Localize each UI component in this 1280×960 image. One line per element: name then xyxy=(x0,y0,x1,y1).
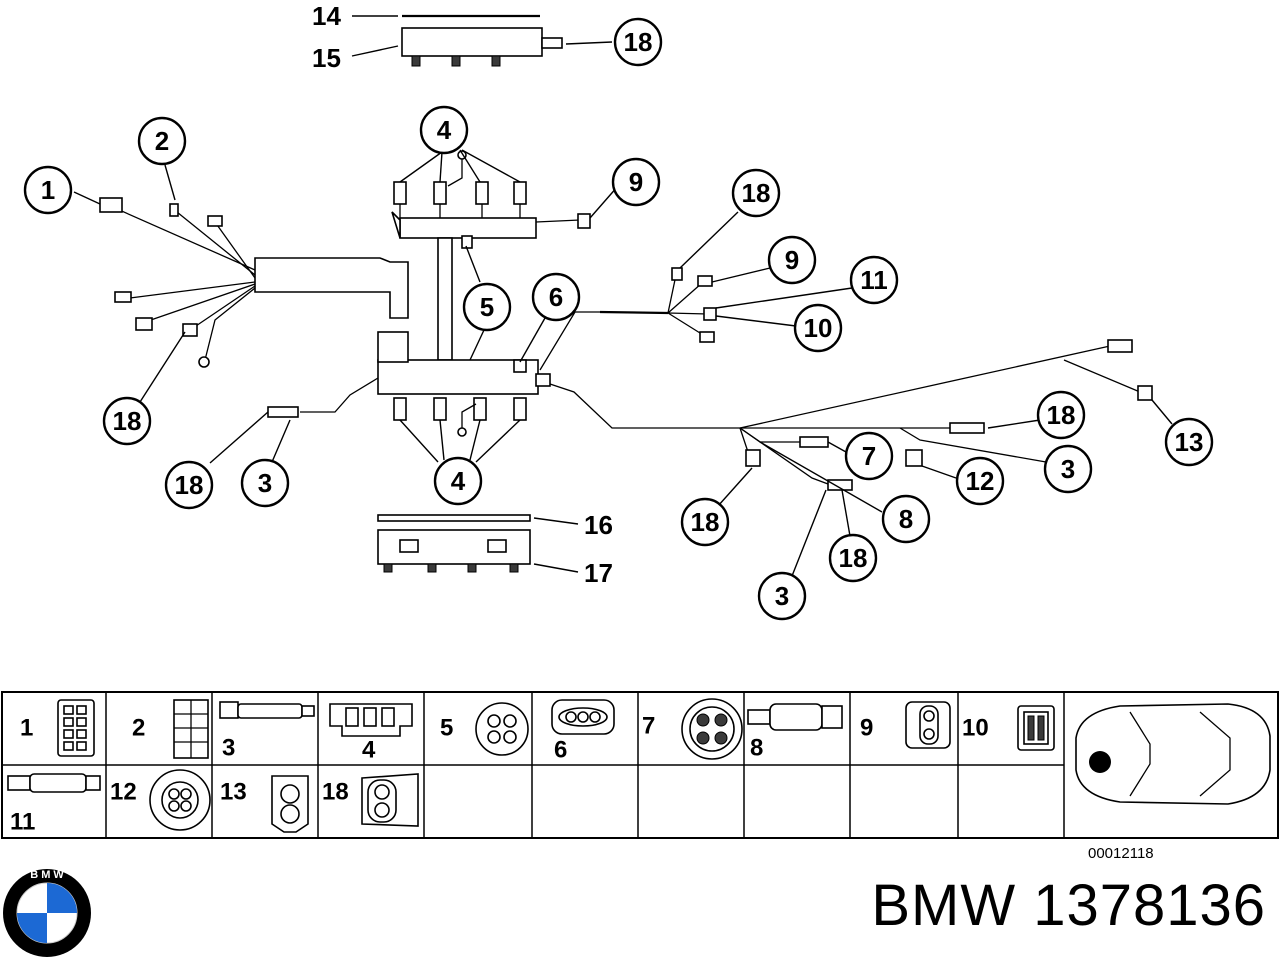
callout-9-right: 9 xyxy=(767,235,817,285)
svg-text:2: 2 xyxy=(155,126,169,156)
callout-9-upper: 9 xyxy=(611,157,661,207)
connector-11-icon xyxy=(7,773,101,793)
connector-12-icon xyxy=(149,769,211,831)
connector-3-icon xyxy=(219,701,315,719)
callout-4-lower: 4 xyxy=(433,456,483,506)
connector-10-icon xyxy=(1017,705,1055,751)
svg-text:12: 12 xyxy=(966,466,995,496)
bmw-logo: B M W xyxy=(3,869,91,957)
svg-text:18: 18 xyxy=(113,406,142,436)
callout-3-right-b: 3 xyxy=(757,571,807,621)
svg-text:3: 3 xyxy=(258,468,272,498)
connector-13-icon xyxy=(271,775,309,833)
legend-num-7: 7 xyxy=(642,713,655,740)
legend-num-1: 1 xyxy=(20,715,33,742)
svg-text:8: 8 xyxy=(899,504,913,534)
svg-text:18: 18 xyxy=(624,27,653,57)
diagram-reference-code: 00012118 xyxy=(1088,845,1154,862)
callout-18-left-a: 18 xyxy=(102,396,152,446)
svg-text:3: 3 xyxy=(1061,454,1075,484)
callout-18-top: 18 xyxy=(613,17,663,67)
callout-8: 8 xyxy=(881,494,931,544)
legend-num-8: 8 xyxy=(750,735,763,762)
connector-6-icon xyxy=(551,699,615,735)
svg-text:7: 7 xyxy=(862,441,876,471)
label-14: 14 xyxy=(312,1,341,31)
legend-num-5: 5 xyxy=(440,715,453,742)
svg-text:18: 18 xyxy=(691,507,720,537)
callout-18-left-b: 18 xyxy=(164,460,214,510)
callout-11: 11 xyxy=(849,255,899,305)
callout-1: 1 xyxy=(23,165,73,215)
legend-num-10: 10 xyxy=(962,715,989,742)
lower-rail xyxy=(377,359,539,395)
svg-text:18: 18 xyxy=(1047,400,1076,430)
svg-text:18: 18 xyxy=(175,470,204,500)
legend-num-3: 3 xyxy=(222,735,235,762)
legend-num-4: 4 xyxy=(362,737,376,764)
label-17: 17 xyxy=(584,558,613,588)
rail-cover-16 xyxy=(377,514,531,522)
callout-3-left: 3 xyxy=(240,458,290,508)
connector-7-icon xyxy=(681,698,743,760)
label-15: 15 xyxy=(312,43,341,73)
callout-10: 10 xyxy=(793,303,843,353)
svg-text:4: 4 xyxy=(437,115,452,145)
right-harness-branches: 18 9 11 10 13 18 xyxy=(539,168,1214,621)
part-number-title: BMW 1378136 xyxy=(871,873,1266,938)
legend-num-9: 9 xyxy=(860,715,873,742)
callout-18-right-a: 18 xyxy=(731,168,781,218)
connector-2-icon xyxy=(173,699,209,759)
callout-12: 12 xyxy=(955,456,1005,506)
label-16: 16 xyxy=(584,510,613,540)
svg-text:5: 5 xyxy=(480,292,494,322)
svg-text:18: 18 xyxy=(742,178,771,208)
svg-text:4: 4 xyxy=(451,466,466,496)
rail-body-15 xyxy=(401,27,543,57)
callout-2: 2 xyxy=(137,116,187,166)
svg-text:10: 10 xyxy=(804,313,833,343)
callout-7: 7 xyxy=(844,431,894,481)
svg-text:3: 3 xyxy=(775,581,789,611)
callout-18-right-d: 18 xyxy=(828,533,878,583)
connector-18-icon xyxy=(361,773,419,827)
connector-legend-grid: 1 2 3 4 5 6 7 8 9 10 11 12 13 18 xyxy=(1,691,1279,839)
center-injector-assembly: 4 9 5 6 4 xyxy=(377,105,661,506)
callout-5: 5 xyxy=(462,282,512,332)
callout-18-right-c: 18 xyxy=(680,497,730,547)
svg-text:1: 1 xyxy=(41,175,55,205)
svg-text:B M W: B M W xyxy=(30,869,64,881)
svg-text:6: 6 xyxy=(549,282,563,312)
callout-6: 6 xyxy=(531,272,581,322)
component-location-marker xyxy=(1089,751,1111,773)
left-harness-branch: 1 2 18 18 3 xyxy=(23,116,409,510)
legend-num-2: 2 xyxy=(132,715,145,742)
legend-num-13: 13 xyxy=(220,779,247,806)
callout-13: 13 xyxy=(1164,417,1214,467)
svg-text:11: 11 xyxy=(860,265,888,295)
callout-3-right-a: 3 xyxy=(1043,444,1093,494)
vehicle-location-thumbnail xyxy=(1075,703,1271,805)
legend-num-6: 6 xyxy=(554,737,567,764)
connector-5-icon xyxy=(475,702,529,756)
bottom-rail-assembly: 16 17 xyxy=(377,510,613,588)
callout-18-right-b: 18 xyxy=(1036,390,1086,440)
harness-sleeve xyxy=(254,257,409,319)
svg-text:18: 18 xyxy=(839,543,868,573)
callout-4-upper: 4 xyxy=(419,105,469,155)
legend-num-18: 18 xyxy=(322,779,349,806)
upper-rail xyxy=(399,217,537,239)
connector-1-icon xyxy=(57,699,95,757)
legend-num-11: 11 xyxy=(10,809,35,836)
svg-text:13: 13 xyxy=(1175,427,1204,457)
connector-4-icon xyxy=(329,703,413,737)
svg-text:9: 9 xyxy=(785,245,799,275)
svg-text:9: 9 xyxy=(629,167,643,197)
connector-9-icon xyxy=(905,701,951,749)
legend-num-12: 12 xyxy=(110,779,137,806)
top-rail-assembly: 14 15 18 xyxy=(312,1,663,73)
connector-8-icon xyxy=(747,703,843,731)
